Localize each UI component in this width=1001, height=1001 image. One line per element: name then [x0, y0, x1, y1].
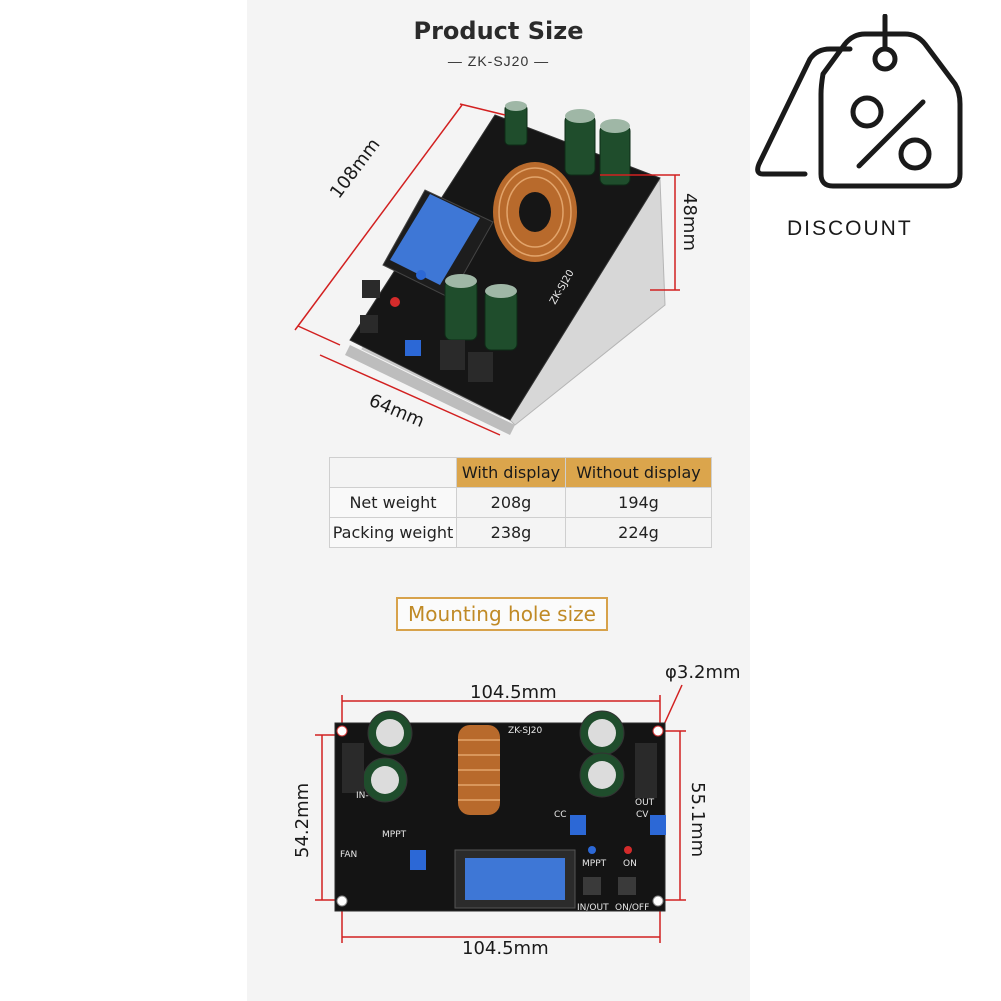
column-header-with-display: With display: [456, 457, 566, 488]
label-cc: CC: [554, 810, 567, 820]
label-on-led: ON: [623, 859, 637, 869]
cell-with-display: 238g: [456, 517, 566, 548]
percent-tag-icon: [755, 14, 963, 189]
row-label: Net weight: [329, 487, 457, 518]
dim-left-height: 54.2mm: [292, 782, 313, 858]
table-row: Net weight 208g 194g: [329, 487, 712, 518]
dim-right-height: 55.1mm: [687, 782, 708, 858]
label-in: IN-: [356, 791, 369, 801]
label-cv: CV: [636, 810, 649, 820]
dim-height: 48mm: [679, 193, 700, 251]
page-subtitle: — ZK-SJ20 —: [447, 53, 550, 69]
cell-without-display: 194g: [565, 487, 712, 518]
hole-diameter-label: φ3.2mm: [665, 662, 741, 683]
label-model: ZK-SJ20: [508, 726, 542, 736]
board-top-view-image: ZK-SJ20 IN- OUT MPPT FAN CC CV MPPT ON I…: [315, 684, 686, 943]
dim-bottom-width: 104.5mm: [462, 938, 549, 959]
column-header-without-display: Without display: [565, 457, 712, 488]
cell-with-display: 208g: [456, 487, 566, 518]
mounting-title: Mounting hole size: [396, 597, 608, 631]
table-row: Packing weight 238g 224g: [329, 517, 712, 548]
weight-table: With display Without display Net weight …: [329, 457, 712, 548]
dim-top-width: 104.5mm: [470, 682, 557, 703]
label-in-out-button: IN/OUT: [577, 903, 609, 913]
page-title: Product Size: [413, 17, 584, 45]
label-out: OUT: [635, 798, 655, 808]
product-3d-image: ZK-SJ20: [294, 101, 680, 436]
table-corner: [329, 457, 457, 488]
cell-without-display: 224g: [565, 517, 712, 548]
discount-label: DISCOUNT: [787, 217, 913, 240]
label-mppt-led: MPPT: [582, 859, 607, 869]
row-label: Packing weight: [329, 517, 457, 548]
label-fan: FAN: [340, 850, 357, 860]
label-mppt: MPPT: [382, 830, 407, 840]
label-on-off-button: ON/OFF: [615, 903, 649, 913]
